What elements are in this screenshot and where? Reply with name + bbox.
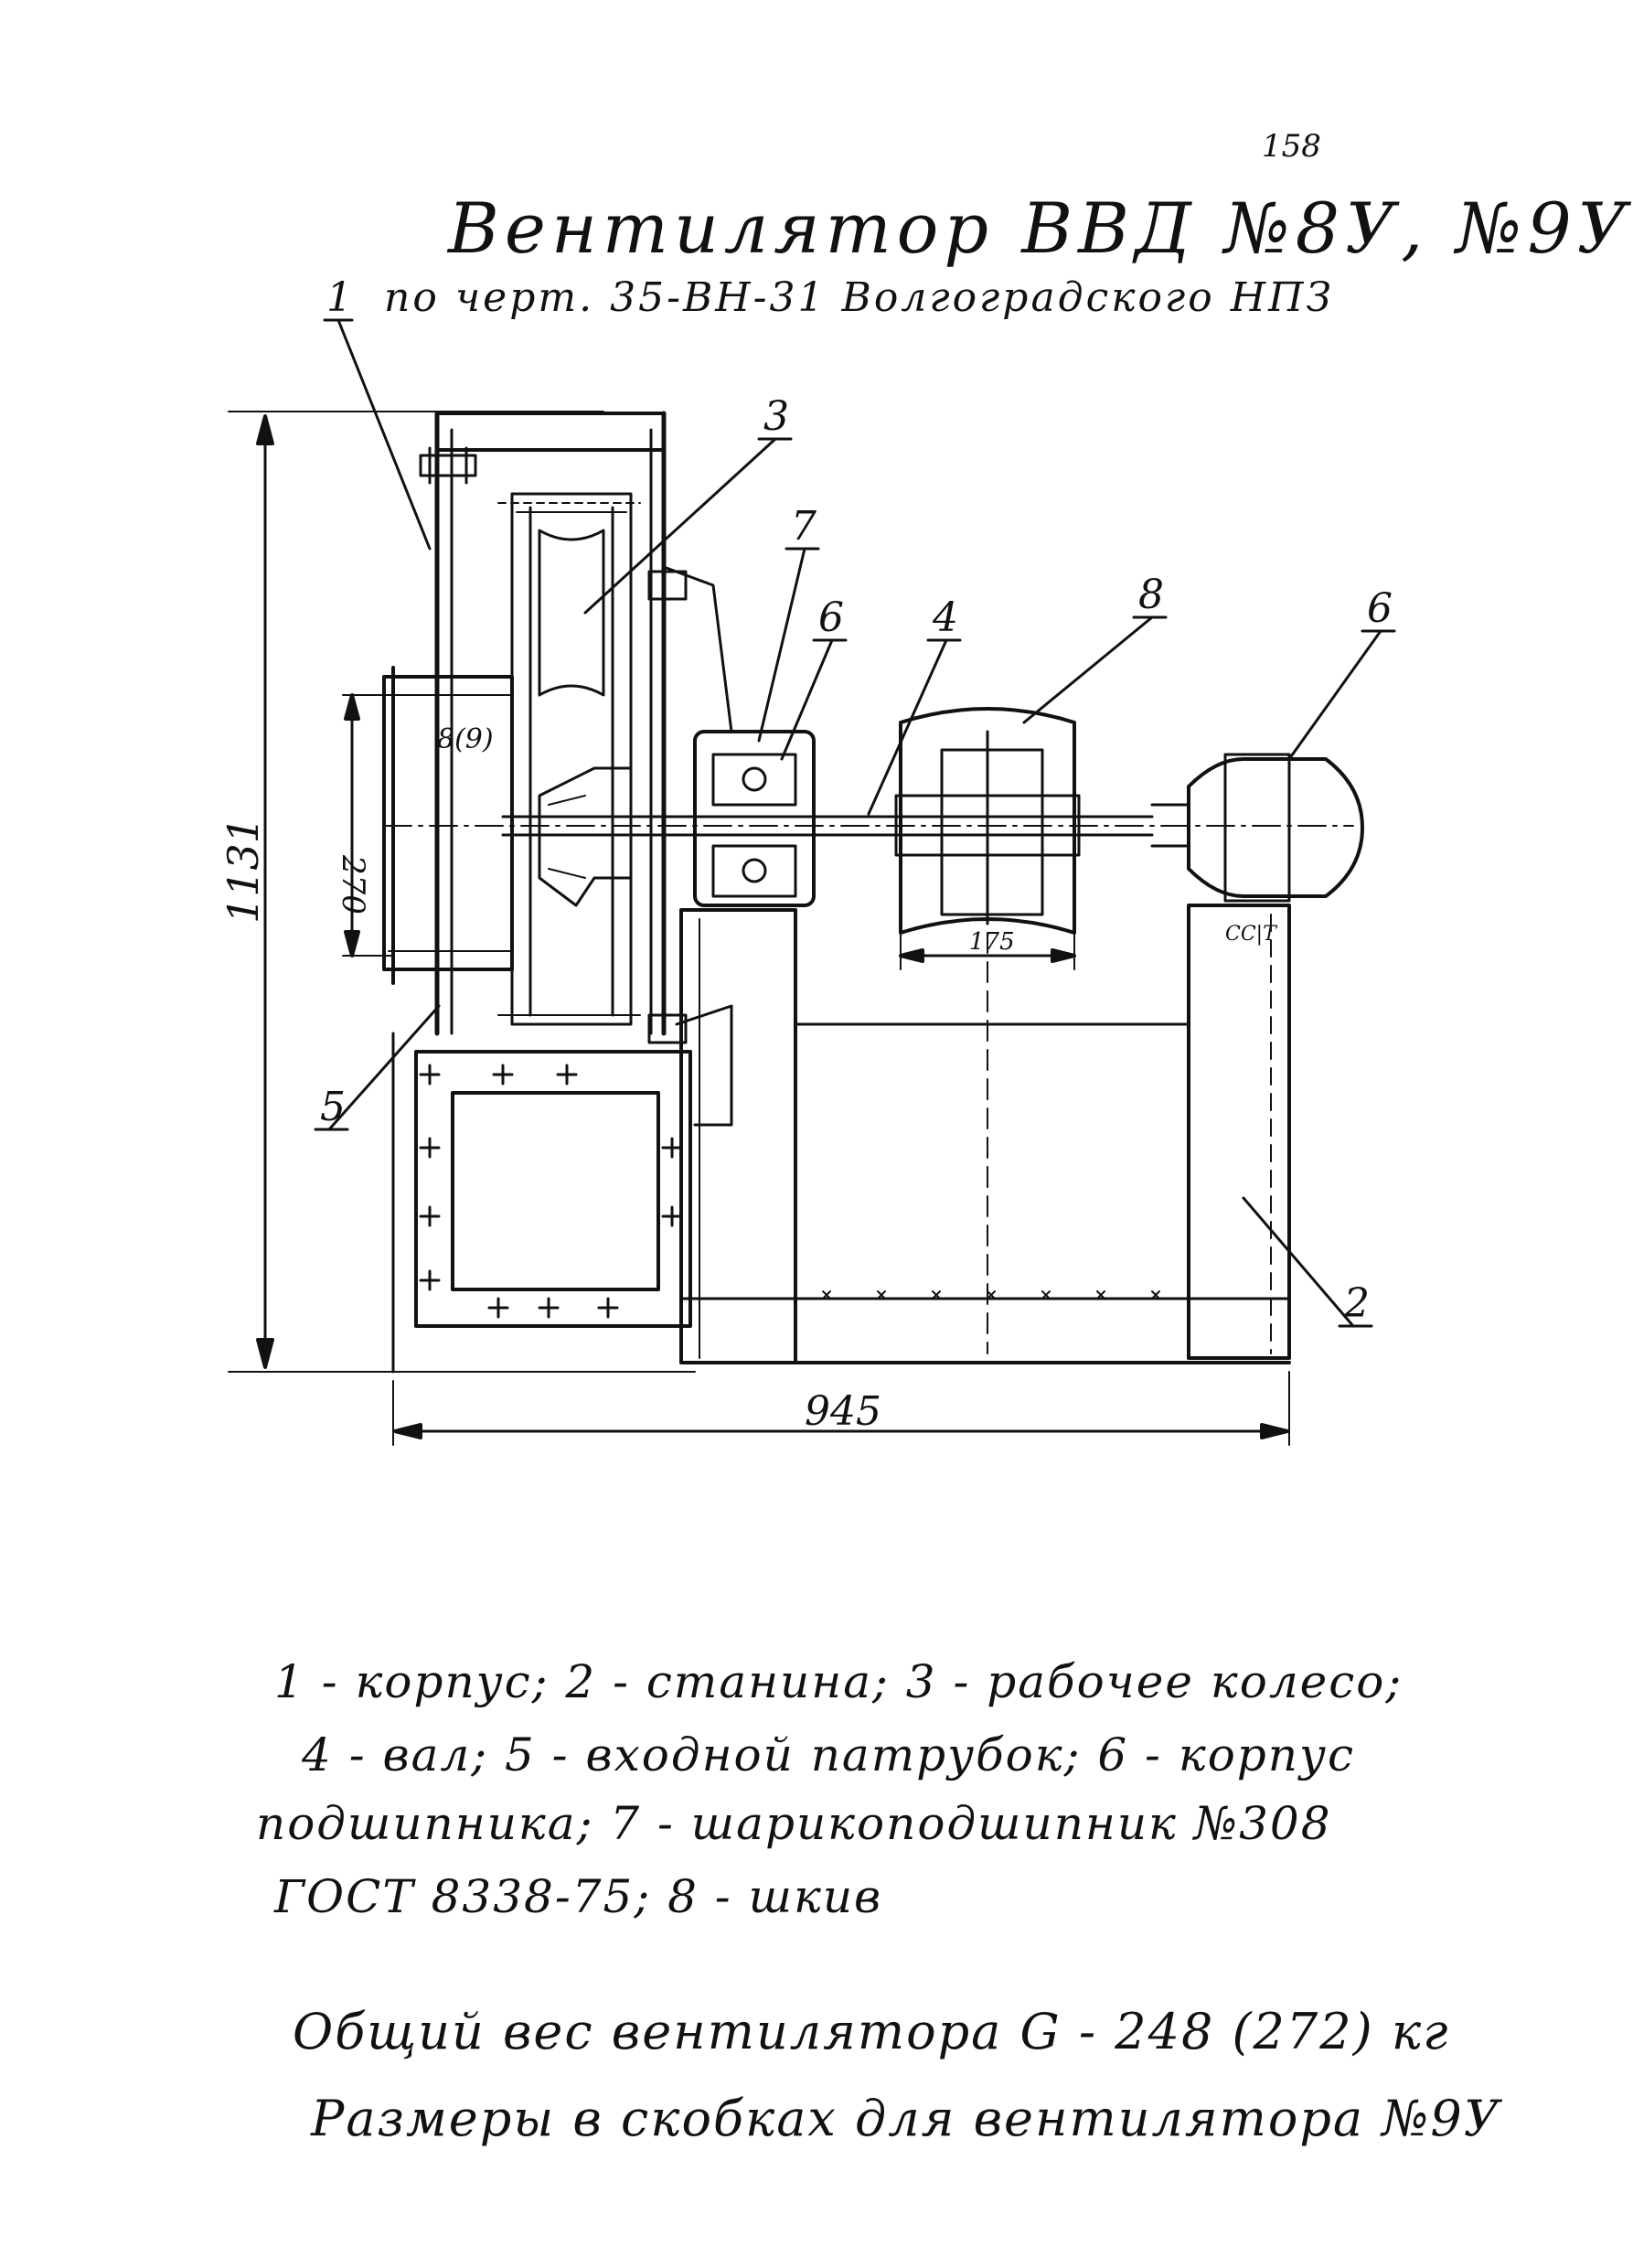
callout-5: 5 xyxy=(320,1084,346,1130)
callout-2: 2 xyxy=(1343,1280,1370,1327)
pulley-width-label: 175 xyxy=(969,928,1015,956)
callout-6-outer: 6 xyxy=(1367,585,1393,632)
callout-3: 3 xyxy=(763,393,789,440)
legend-line-2: 4 - вал; 5 - входной патрубок; 6 - корпу… xyxy=(302,1728,1356,1781)
drawing-title: Вентилятор ВВД №8У, №9У xyxy=(448,187,1633,269)
arrow-down-icon xyxy=(256,1338,274,1369)
motor-mark-label: СС|Т xyxy=(1225,923,1278,946)
inlet-nozzle xyxy=(382,675,514,971)
callout-4: 4 xyxy=(932,594,958,641)
outboard-bearing xyxy=(1187,757,1364,898)
page-number: 158 xyxy=(1262,128,1321,165)
legend-line-3: подшипника; 7 - шарикоподшипник №308 xyxy=(256,1797,1332,1850)
callout-1: 1 xyxy=(326,274,352,321)
width-dimension-label: 945 xyxy=(805,1388,881,1435)
callout-7: 7 xyxy=(791,503,816,550)
housing-top xyxy=(435,412,666,452)
fan-assembly-drawing: 1131 945 270 8(9) 175 СС|Т 1 3 7 6 4 8 6… xyxy=(219,274,1396,1446)
total-weight-note: Общий вес вентилятора G - 248 (272) кг xyxy=(293,2003,1450,2060)
legend-line-4: ГОСТ 8338-75; 8 - шкив xyxy=(274,1870,883,1923)
bearing-housing xyxy=(693,730,816,907)
callout-6-inner: 6 xyxy=(818,594,844,641)
legend-line-1: 1 - корпус; 2 - станина; 3 - рабочее кол… xyxy=(274,1655,1404,1708)
callout-8: 8 xyxy=(1138,572,1164,618)
drawing-subtitle: по черт. 35-ВН-31 Волгоградского НПЗ xyxy=(384,274,1334,321)
wall-thickness-label: 8(9) xyxy=(437,723,494,755)
height-dimension-label: 1131 xyxy=(219,817,268,924)
inlet-diameter-label: 270 xyxy=(335,854,371,915)
arrow-up-icon xyxy=(256,414,274,445)
bracket-dimensions-note: Размеры в скобках для вентилятора №9У xyxy=(311,2090,1501,2147)
